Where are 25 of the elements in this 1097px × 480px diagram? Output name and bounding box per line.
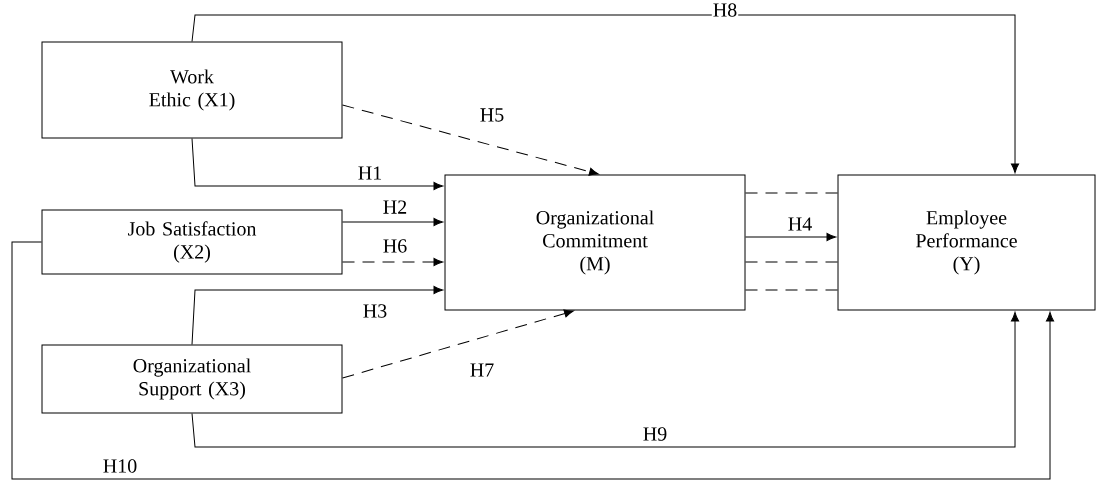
arrow [342,257,444,267]
edge-label: H4 [786,216,814,232]
arrow [191,311,1020,448]
box: Work Ethic (X1) [41,41,343,139]
edge-label: H6 [381,238,409,254]
edge-label: H9 [641,426,669,442]
box: Employee Performance (Y) [837,174,1096,311]
edge-label: H7 [468,362,496,378]
arrow [191,138,444,191]
box: Organizational Commitment (M) [444,174,746,311]
box: Organizational Support (X3) [41,344,343,414]
arrow [342,217,444,227]
box: Job Satisfaction (X2) [41,209,343,275]
arrow [191,14,1020,174]
arrow [342,309,574,379]
edge-label: H2 [381,199,409,215]
edge-label: H3 [361,303,389,319]
edge-label: H10 [101,458,139,474]
edge-label: H8 [711,2,739,18]
arrow [745,232,837,242]
edge-label: H5 [478,107,506,123]
edge-label: H1 [356,165,384,181]
arrow [191,285,444,345]
arrow [11,241,1055,480]
arrow [342,104,599,176]
